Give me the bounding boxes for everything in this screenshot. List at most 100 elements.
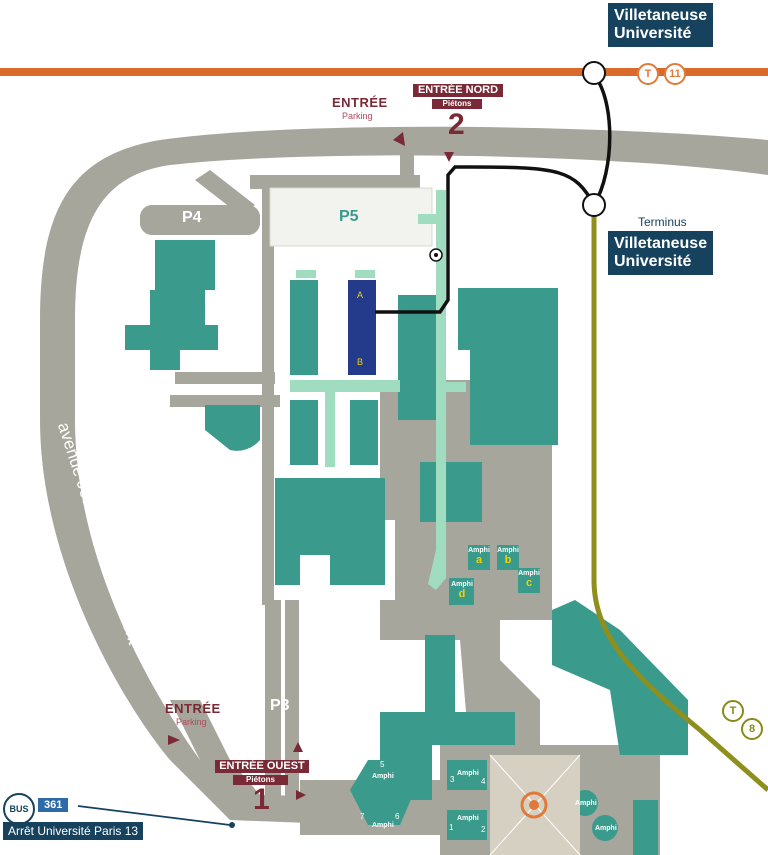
entry-north-sub: Piétons [432, 99, 482, 109]
walkway-5 [436, 382, 466, 392]
buildings [125, 240, 688, 855]
amphi-num-6: 6 [395, 812, 400, 821]
amphi-right-2 [592, 815, 618, 841]
walkway-2 [325, 392, 335, 467]
building-round [205, 405, 260, 451]
tram-t8-line [591, 210, 768, 792]
amphi-b-letter: b [504, 554, 512, 566]
amphi-b-label: Amphi [497, 547, 519, 554]
bus-stop-dot [229, 822, 235, 828]
road-internal-n [250, 175, 420, 189]
building-8 [275, 478, 385, 585]
amphi-a: Amphi a [468, 547, 490, 566]
parking-p3: P3 [270, 697, 290, 714]
tram-t11-badge: 11 [664, 63, 686, 85]
building-1 [290, 280, 318, 375]
transfer-path [375, 73, 612, 314]
tram-t-badge-2: T [722, 700, 744, 722]
amphi-hall-label-1: Amphi [372, 773, 394, 780]
tram-t-badge: T [637, 63, 659, 85]
amphi-d-shape [449, 578, 474, 605]
walkway-1 [290, 380, 400, 392]
amphi-a-letter: a [475, 554, 483, 566]
road-ver-n [400, 150, 414, 190]
entry-north-number: 2 [448, 108, 465, 141]
building-b-label: B [357, 357, 364, 367]
tram-t8-badge: 8 [741, 718, 763, 740]
road-internal-p3b [265, 600, 281, 800]
amphi-right-2-label: Amphi [595, 825, 617, 832]
amphi-34 [447, 760, 487, 790]
building-9 [552, 600, 688, 755]
entry-west-number: 1 [253, 783, 270, 816]
amphi-num-7: 7 [360, 812, 365, 821]
entry-north-title: ENTRÉE NORD [413, 84, 503, 97]
bus-line-number: 361 [38, 798, 69, 812]
amphi-a-shape [468, 545, 490, 570]
entry-north-parking-sub: Parking [342, 111, 373, 121]
road-west-lower [170, 700, 490, 830]
station-middle-line2: Université [614, 253, 692, 270]
entry-west-title: ENTRÉE OUEST [215, 760, 309, 773]
amphi-num-2: 2 [481, 825, 486, 834]
amphi-b: Amphi b [497, 547, 519, 566]
parking-p5: P5 [339, 208, 359, 225]
square-center-dot [529, 800, 539, 810]
building-ab [348, 280, 376, 375]
amphi-num-4: 4 [481, 777, 486, 786]
walkways [290, 190, 466, 590]
amphi-hall-label-2: Amphi [372, 822, 394, 829]
square-center-ring [520, 791, 548, 819]
entrance-arrow-north-parking [393, 132, 405, 146]
bus-stop-name: Arrêt Université Paris 13 [3, 822, 144, 840]
entry-west-sub: Piétons [233, 775, 288, 785]
station-middle-label: Villetaneuse Université [608, 231, 714, 275]
amphi-d: Amphi d [450, 581, 474, 600]
amphi-d-label: Amphi [451, 581, 473, 588]
entrance-arrow-north [444, 152, 454, 162]
amphi-num-3: 3 [450, 775, 455, 784]
amphi-d-letter: d [458, 588, 466, 600]
road-p4 [140, 205, 260, 235]
building-6 [458, 288, 558, 445]
amphi-right-1-label: Amphi [575, 800, 597, 807]
station-top-line2: Université [614, 25, 692, 42]
building-3 [398, 295, 436, 420]
walkway-6 [428, 550, 446, 590]
building-7 [420, 462, 482, 522]
amphi-num-5: 5 [380, 760, 385, 769]
entrance-arrow-west-parking [168, 735, 180, 745]
building-a-label: A [357, 290, 364, 300]
gate-marker-dot [434, 253, 438, 257]
road-cross2 [170, 395, 280, 407]
building-5 [350, 400, 378, 465]
road-cross [175, 372, 275, 384]
station-top-label: Villetaneuse Université [608, 3, 714, 47]
bus-icon: BUS [3, 793, 35, 825]
building-11 [380, 712, 515, 800]
building-west [125, 240, 218, 370]
amphi-34-label: Amphi [457, 770, 479, 777]
amphi-12-label: Amphi [457, 815, 479, 822]
entry-west-parking-sub: Parking [176, 717, 207, 727]
tram-t11-line [0, 68, 768, 76]
building-south-east [633, 800, 658, 855]
parking-p4: P4 [182, 209, 202, 226]
amphi-hall [350, 760, 415, 825]
amphi-a-label: Amphi [468, 547, 490, 554]
amphi-c-shape [518, 568, 540, 593]
bus-connector [77, 805, 231, 826]
amphi-num-1: 1 [449, 823, 454, 832]
amphi-c-label: Amphi [518, 570, 540, 577]
walkway-4 [418, 214, 446, 224]
amphi-c-letter: c [525, 577, 533, 589]
station-dot-terminus [582, 193, 606, 217]
walkway-8 [355, 270, 375, 278]
walkway-3 [436, 190, 446, 550]
road-diag [195, 170, 255, 215]
amphi-12 [447, 810, 487, 840]
station-middle-line1: Villetaneuse [614, 235, 708, 252]
amphi-c: Amphi c [518, 570, 540, 589]
walkway-7 [296, 270, 316, 278]
